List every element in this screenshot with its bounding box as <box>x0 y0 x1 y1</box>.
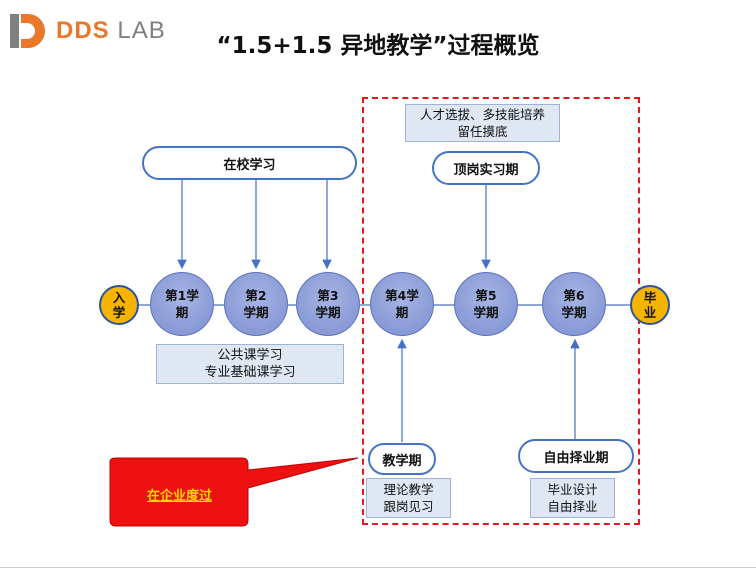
teaching-line-2: 跟岗见习 <box>383 499 434 514</box>
semester-4-circle: 第4学期 <box>370 272 434 336</box>
teaching-box: 理论教学 跟岗见习 <box>366 478 451 518</box>
logo-text: DDS LAB <box>56 17 166 45</box>
semester-1-circle: 第1学期 <box>150 272 214 336</box>
school-study-pill: 在校学习 <box>142 146 357 180</box>
talent-line-2: 留任摸底 <box>457 124 508 139</box>
semester-4-line-1: 第4学 <box>385 288 419 303</box>
graduate-line-1: 毕 <box>643 290 657 305</box>
graduate-line-2: 业 <box>643 305 657 320</box>
teaching-line-1: 理论教学 <box>383 482 434 497</box>
bottom-divider <box>0 567 756 568</box>
free-line-2: 自由择业 <box>547 499 598 514</box>
free-choice-box: 毕业设计 自由择业 <box>530 478 615 518</box>
internship-pill: 顶岗实习期 <box>432 151 540 185</box>
logo-d-icon <box>10 14 45 48</box>
semester-6-line-2: 学期 <box>561 305 587 320</box>
teaching-period-pill: 教学期 <box>368 443 436 475</box>
semester-4-line-2: 期 <box>395 305 409 320</box>
talent-box: 人才选拔、多技能培养 留任摸底 <box>405 104 560 142</box>
public-course-box: 公共课学习 专业基础课学习 <box>156 344 344 384</box>
callout-shape <box>109 457 359 527</box>
enter-line-2: 学 <box>112 305 126 320</box>
semester-2-circle: 第2 学期 <box>224 272 288 336</box>
public-line-1: 公共课学习 <box>217 348 283 363</box>
semester-6-line-1: 第6 <box>563 288 585 303</box>
semester-5-line-1: 第5 <box>475 288 497 303</box>
graduate-circle: 毕业 <box>630 285 670 325</box>
free-choice-pill: 自由择业期 <box>518 439 634 473</box>
semester-5-circle: 第5 学期 <box>454 272 518 336</box>
semester-3-line-1: 第3 <box>317 288 339 303</box>
talent-line-1: 人才选拔、多技能培养 <box>419 107 545 122</box>
public-line-2: 专业基础课学习 <box>204 365 296 380</box>
semester-5-line-2: 学期 <box>473 305 499 320</box>
page-title: “1.5+1.5 异地教学”过程概览 <box>216 33 540 59</box>
callout-text: 在企业度过 <box>146 489 212 504</box>
logo-name: DDS <box>56 17 110 44</box>
semester-1-line-2: 期 <box>175 305 189 320</box>
semester-2-line-1: 第2 <box>245 288 267 303</box>
logo: DDS LAB <box>8 12 166 50</box>
semester-1-line-1: 第1学 <box>165 288 199 303</box>
enter-circle: 入学 <box>99 285 139 325</box>
semester-2-line-2: 学期 <box>243 305 269 320</box>
logo-lab: LAB <box>117 17 166 44</box>
semester-3-line-2: 学期 <box>315 305 341 320</box>
semester-6-circle: 第6 学期 <box>542 272 606 336</box>
free-line-1: 毕业设计 <box>547 482 598 497</box>
enter-line-1: 入 <box>112 290 126 305</box>
semester-3-circle: 第3 学期 <box>296 272 360 336</box>
